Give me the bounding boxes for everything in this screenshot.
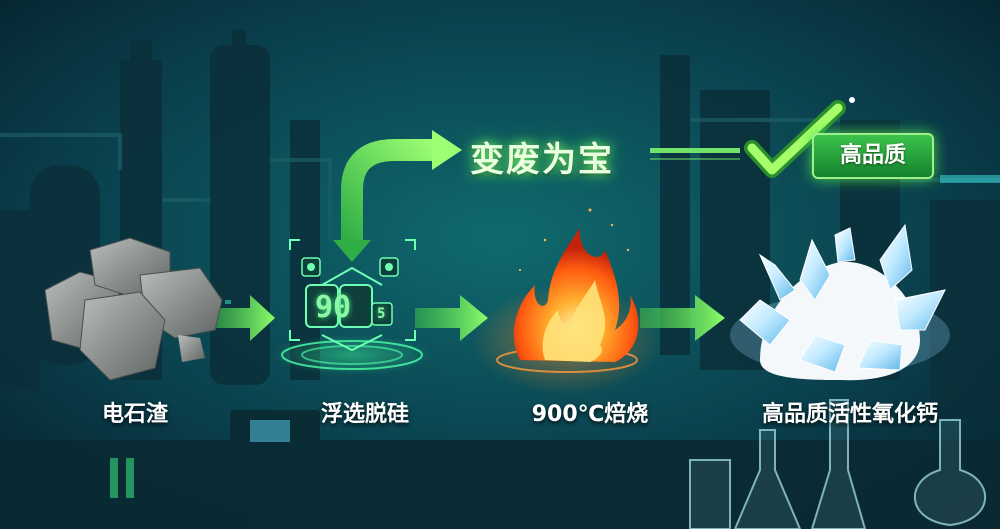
step-label-active-calcium-oxide: 高品质活性氧化钙 (761, 402, 938, 427)
arrow-3 (640, 295, 725, 341)
crystal-icon (730, 223, 950, 381)
quality-badge: 高品质 (812, 133, 934, 179)
slogan-title: 变废为宝 (470, 140, 614, 180)
curved-arrow (333, 130, 462, 262)
flotation-display-main: 90 (315, 290, 352, 325)
lab-glassware (689, 399, 986, 529)
step-label-calcium-carbide-slag: 电石渣 (101, 402, 168, 427)
step-label-roasting: 900℃焙烧 (531, 402, 649, 427)
quality-badge-text: 高品质 (839, 143, 906, 168)
arrow-2 (415, 295, 488, 341)
flotation-display-small: 5 (377, 306, 386, 322)
check-icon (744, 97, 855, 178)
flame-icon (472, 208, 662, 395)
flotation-icon (272, 239, 432, 375)
step-label-flotation-desilication: 浮选脱硅 (320, 402, 409, 427)
slogan-line (650, 148, 740, 160)
flow-arrows (210, 295, 725, 341)
arrow-1 (210, 295, 275, 341)
rock-icon (44, 237, 223, 381)
